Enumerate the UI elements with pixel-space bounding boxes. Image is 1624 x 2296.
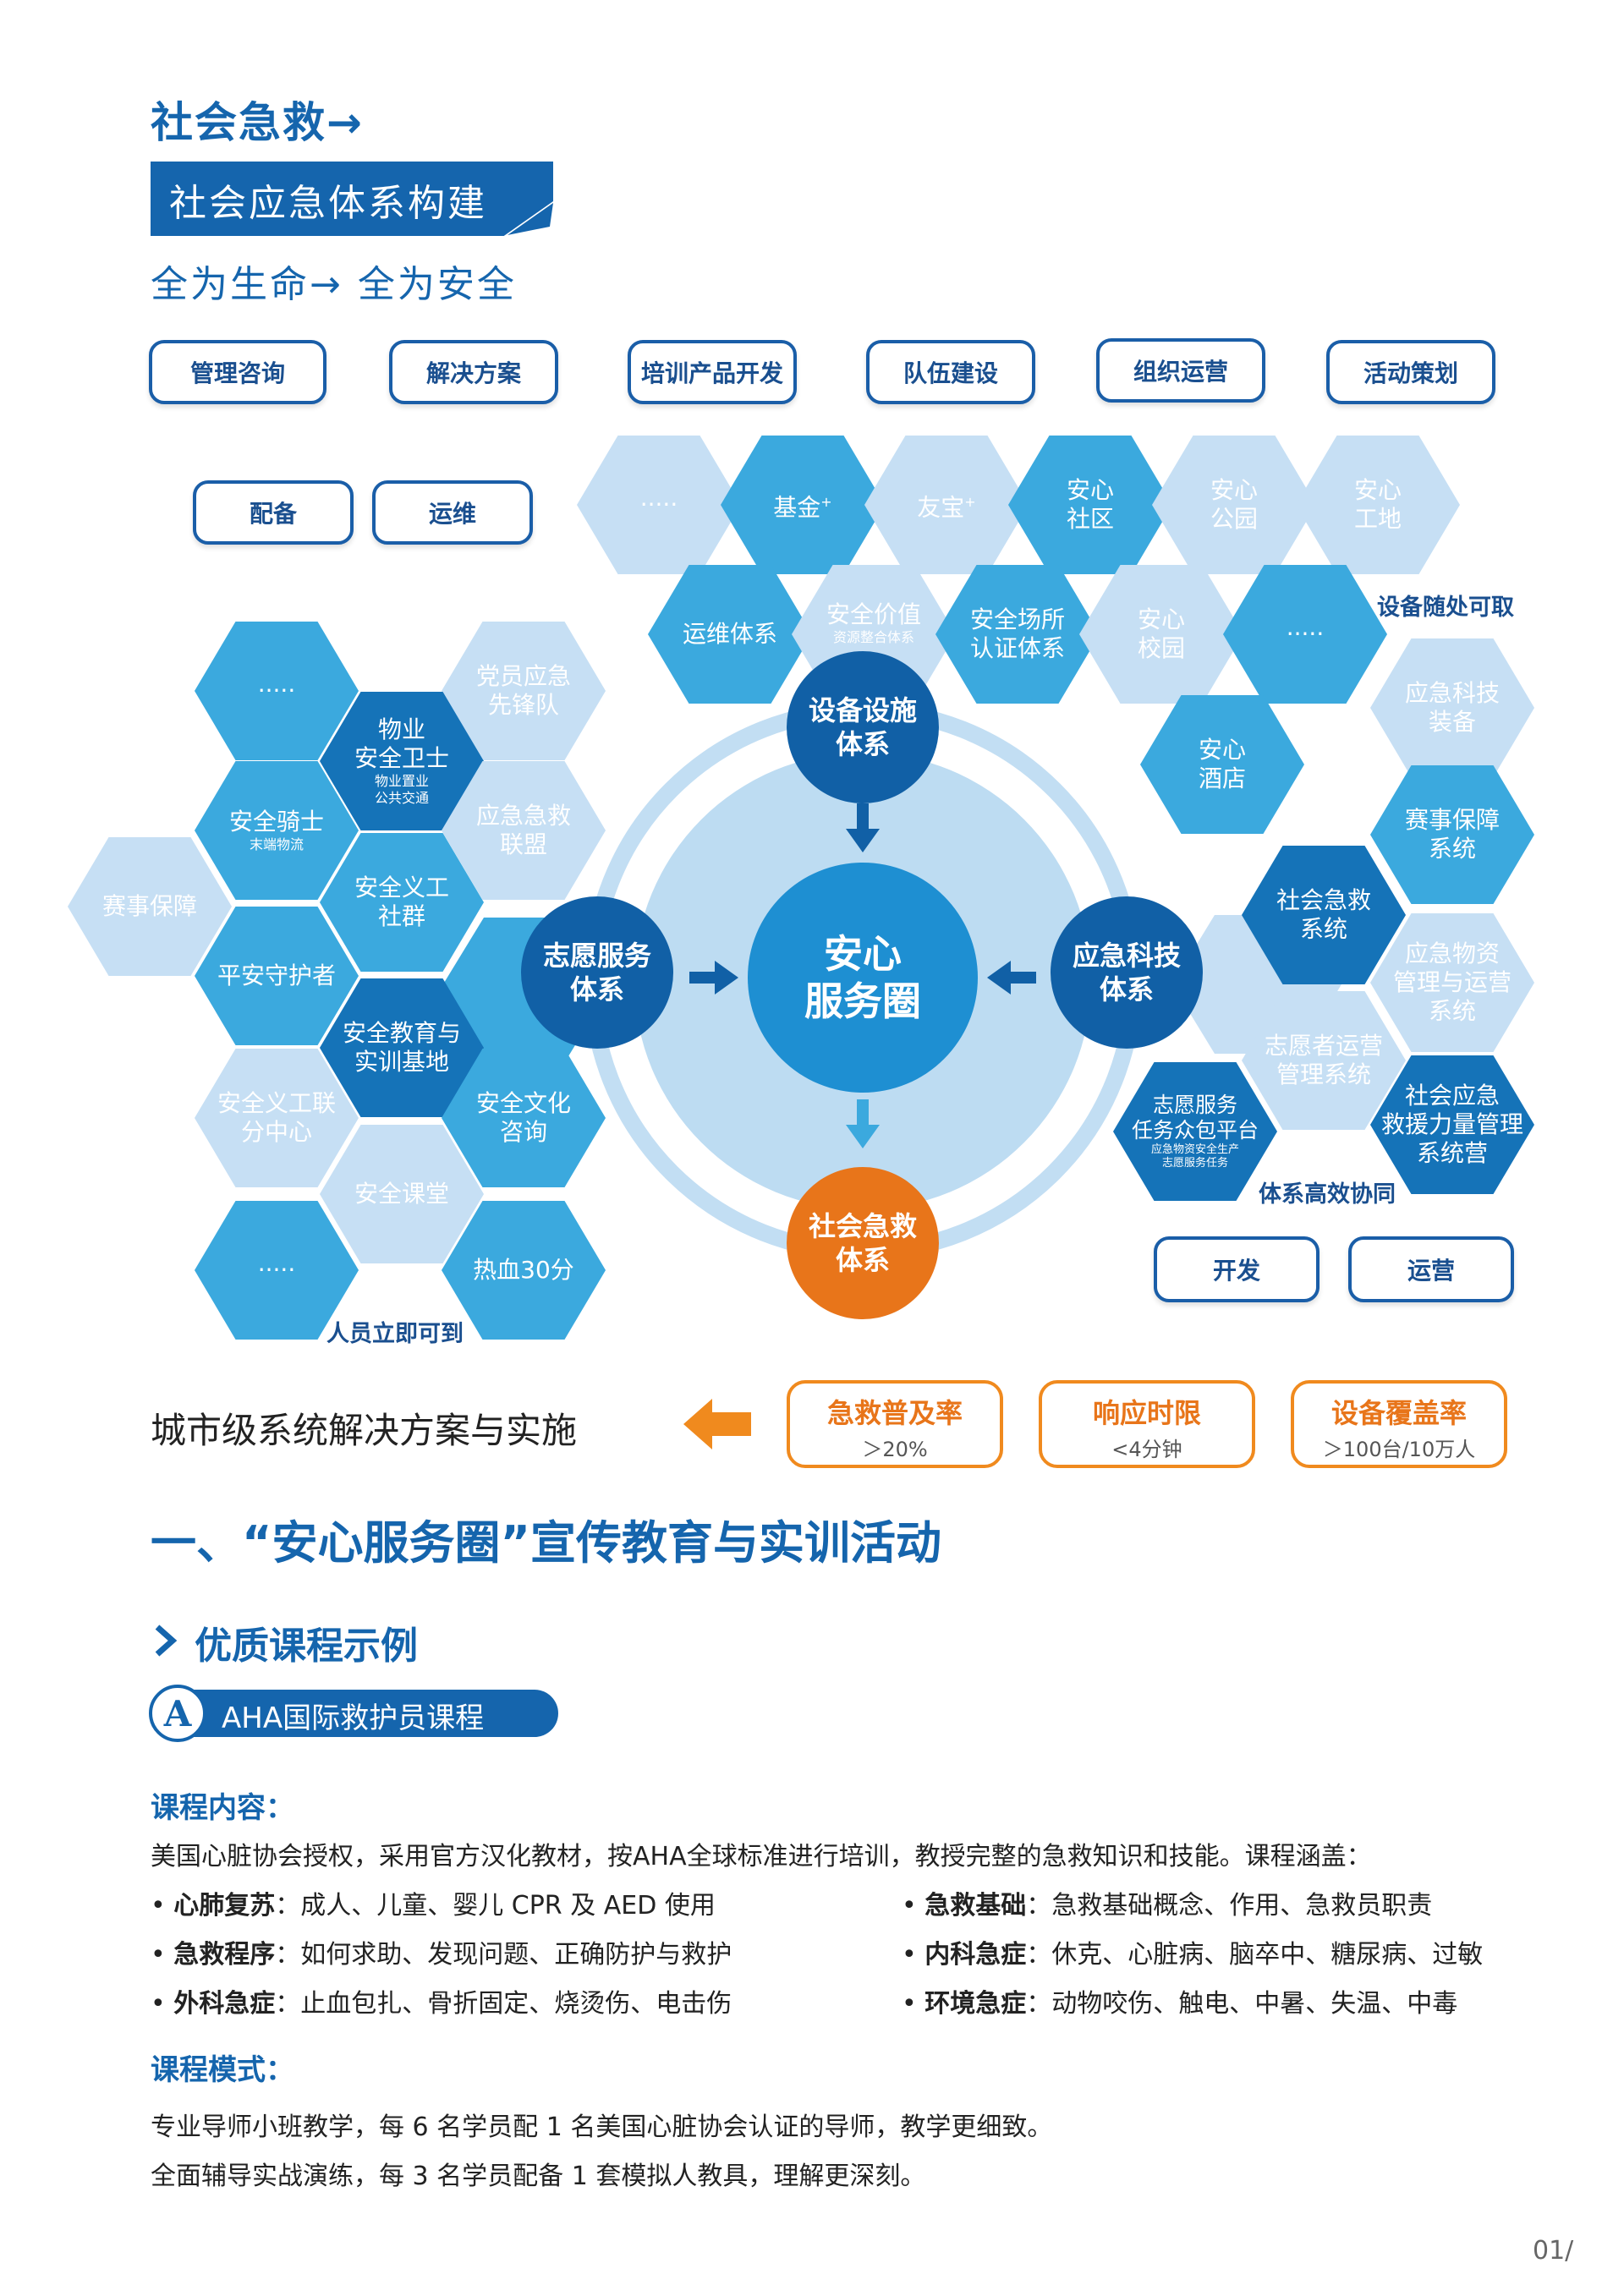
tag-equipment-anywhere: 设备随处可取 bbox=[1377, 595, 1514, 621]
section-heading: 一、“安心服务圈”宣传教育与实训活动 bbox=[151, 1516, 941, 1570]
hex-task-platform: 志愿服务 任务众包平台 应急物资安全生产 志愿服务任务 bbox=[1113, 1062, 1277, 1201]
tech-system-circle: 应急科技体系 bbox=[1051, 896, 1203, 1049]
chevron-right-icon bbox=[155, 1625, 178, 1657]
hex-safety-knight: 安全骑士末端物流 bbox=[195, 761, 359, 900]
hex-peace-guardian: 平安守护者 bbox=[195, 907, 359, 1045]
service-pill: 组织运营 bbox=[1096, 338, 1265, 403]
content-intro: 美国心脏协会授权，采用官方汉化教材，按AHA全球标准进行培训，教授完整的急救知识… bbox=[151, 1842, 1372, 1871]
arrow-right-icon bbox=[689, 961, 738, 995]
metric-card: 设备覆盖率＞100台/10万人 bbox=[1291, 1380, 1507, 1468]
page-title: 社会急救→ bbox=[151, 98, 364, 147]
subtitle: 全为生命→ 全为安全 bbox=[151, 263, 517, 306]
hex-site: 安心工地 bbox=[1296, 436, 1460, 574]
course-item: • 急救基础：急救基础概念、作用、急救员职责 bbox=[902, 1891, 1433, 1921]
hex-ops-system: 运维体系 bbox=[648, 565, 812, 704]
metric-card: 响应时限<4分钟 bbox=[1039, 1380, 1255, 1468]
service-circle-center: 安心服务圈 bbox=[748, 863, 978, 1093]
hex-hotel: 安心酒店 bbox=[1140, 695, 1304, 834]
hex-rescue-force: 社会应急救援力量管理系统营 bbox=[1370, 1055, 1534, 1194]
hex-community: 安心社区 bbox=[1008, 436, 1172, 574]
metric-card: 急救普及率＞20% bbox=[787, 1380, 1003, 1468]
arrow-left-icon bbox=[683, 1399, 751, 1449]
ops-pill: 运营 bbox=[1348, 1236, 1514, 1302]
hex-event-system: 赛事保障系统 bbox=[1370, 765, 1534, 904]
service-pill: 活动策划 bbox=[1326, 340, 1495, 404]
course-letter-badge: A bbox=[149, 1685, 206, 1742]
hex-volunteer-center: 安全义工联分中心 bbox=[195, 1049, 359, 1187]
page-number: 01/ bbox=[1533, 2236, 1574, 2266]
service-pill: 培训产品开发 bbox=[628, 340, 797, 404]
course-item: • 外科急症：止血包扎、骨折固定、烧烫伤、电击伤 bbox=[151, 1989, 732, 2019]
hex-more: ····· bbox=[577, 436, 741, 574]
arrow-left-icon bbox=[987, 961, 1036, 995]
arrow-down-icon bbox=[846, 803, 880, 852]
first-aid-system-circle: 社会急救体系 bbox=[787, 1167, 939, 1319]
arrow-down-icon bbox=[846, 1099, 880, 1148]
hex-volunteer-ops: 志愿者运营管理系统 bbox=[1242, 991, 1406, 1130]
course-name: AHA国际救护员课程 bbox=[222, 1701, 485, 1735]
mode-line: 专业导师小班教学，每 6 名学员配 1 名美国心脏协会认证的导师，教学更细致。 bbox=[151, 2112, 1053, 2142]
hex-youbao: 友宝+ bbox=[864, 436, 1029, 574]
tag-system-coordination: 体系高效协同 bbox=[1259, 1181, 1396, 1208]
service-pill: 解决方案 bbox=[389, 340, 558, 404]
hex-safety-culture: 安全文化咨询 bbox=[442, 1049, 606, 1187]
course-item: • 环境急症：动物咬伤、触电、中暑、失温、中毒 bbox=[902, 1989, 1458, 2019]
hex-campus: 安心校园 bbox=[1079, 565, 1243, 704]
band-label: 社会应急体系构建 bbox=[169, 182, 487, 225]
course-item: • 急救程序：如何求助、发现问题、正确防护与救护 bbox=[151, 1940, 732, 1970]
title-band bbox=[151, 162, 553, 236]
volunteer-system-circle: 志愿服务体系 bbox=[521, 896, 673, 1049]
hex-more: ····· bbox=[1223, 565, 1387, 704]
service-pill: 队伍建设 bbox=[866, 340, 1035, 404]
hex-supplies-system: 应急物资管理与运营系统 bbox=[1370, 913, 1534, 1052]
sub-heading: 优质课程示例 bbox=[195, 1625, 418, 1668]
hex-park: 安心公园 bbox=[1152, 436, 1316, 574]
hex-fund: 基金+ bbox=[721, 436, 885, 574]
solution-text: 城市级系统解决方案与实施 bbox=[151, 1410, 578, 1451]
hex-tech-equipment: 应急科技装备 bbox=[1370, 638, 1534, 777]
course-item: • 心肺复苏：成人、儿童、婴儿 CPR 及 AED 使用 bbox=[151, 1891, 716, 1921]
hex-venue-cert: 安全场所认证体系 bbox=[935, 565, 1100, 704]
equipment-system-circle: 设备设施体系 bbox=[787, 651, 939, 803]
hex-safety-classroom: 安全课堂 bbox=[320, 1125, 484, 1263]
hex-more: ····· bbox=[195, 1201, 359, 1340]
ops-pill: 运维 bbox=[372, 480, 533, 545]
mode-title: 课程模式： bbox=[151, 2053, 294, 2087]
content-title: 课程内容： bbox=[151, 1791, 294, 1825]
dev-pill: 开发 bbox=[1154, 1236, 1320, 1302]
page-fold-icon bbox=[499, 201, 553, 239]
ops-pill: 配备 bbox=[193, 480, 354, 545]
hex-blood-30: 热血30分 bbox=[442, 1201, 606, 1340]
tag-personnel-ready: 人员立即可到 bbox=[326, 1321, 464, 1347]
course-band bbox=[169, 1690, 558, 1737]
service-pill: 管理咨询 bbox=[149, 340, 326, 404]
course-item: • 内科急症：休克、心脏病、脑卒中、糖尿病、过敏 bbox=[902, 1940, 1484, 1970]
hex-social-first-aid-system: 社会急救系统 bbox=[1242, 846, 1406, 984]
mode-line: 全面辅导实战演练，每 3 名学员配备 1 套模拟人教具，理解更深刻。 bbox=[151, 2162, 926, 2191]
